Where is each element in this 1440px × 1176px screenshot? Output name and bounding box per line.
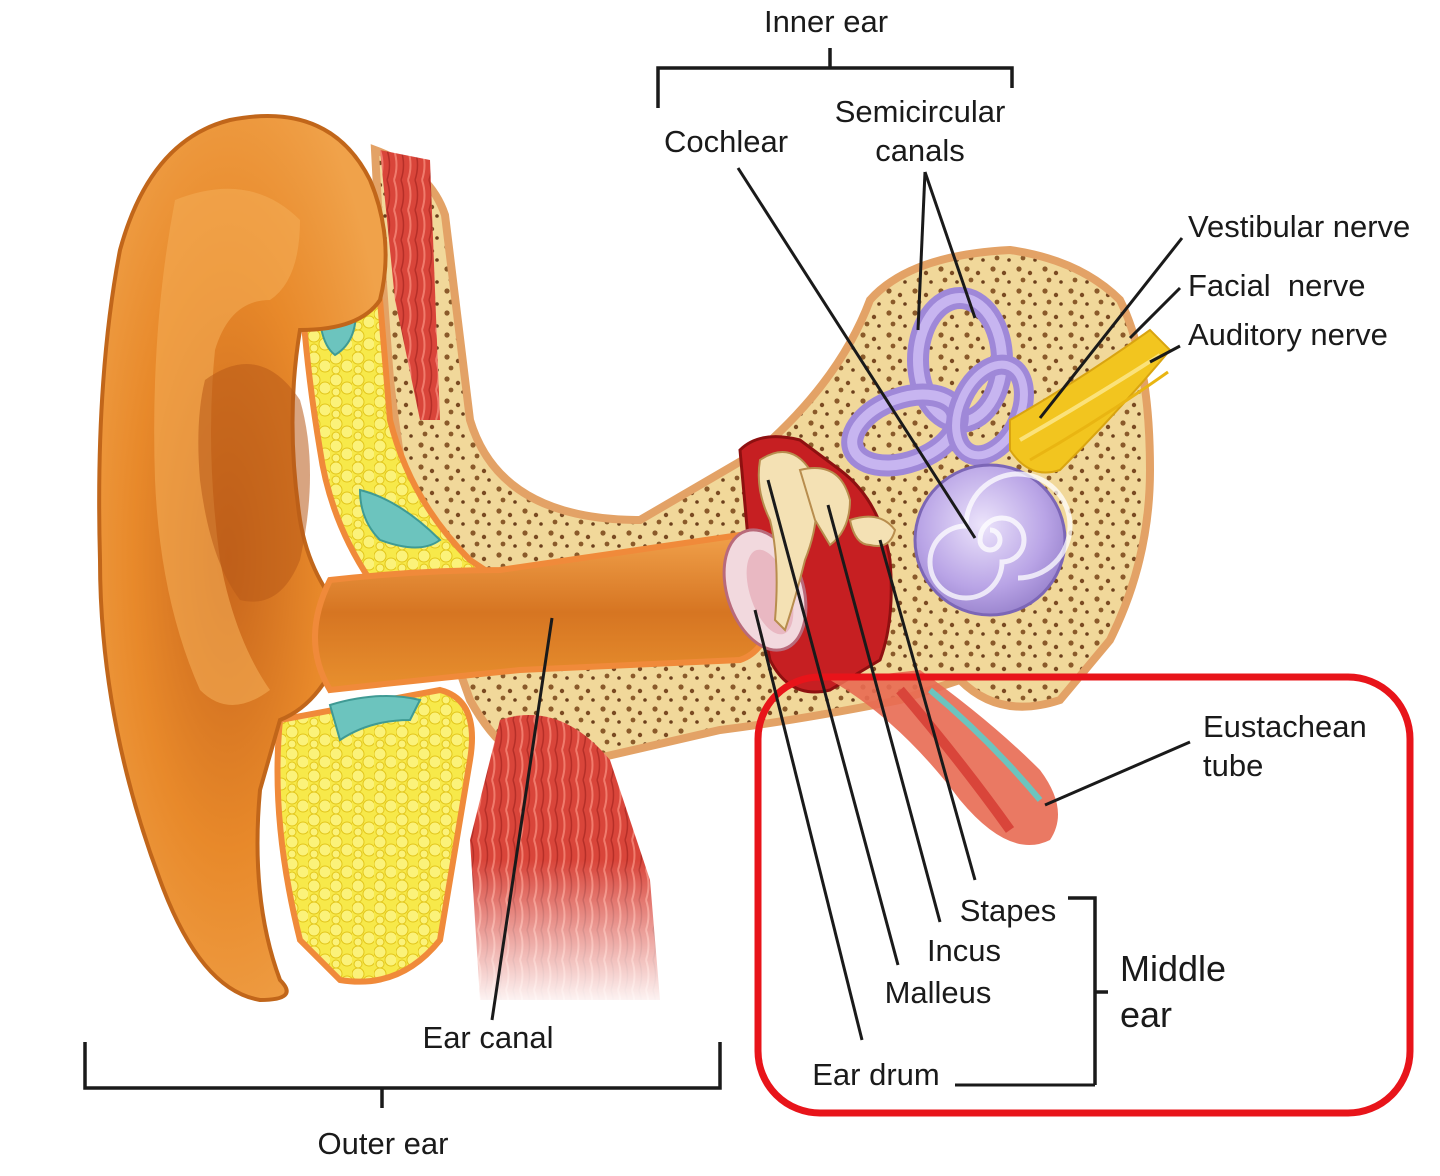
label-middle-ear-line2: ear [1120, 994, 1172, 1035]
leader-cochlear [736, 167, 977, 539]
label-semicircular-line2: canals [875, 133, 965, 168]
leader-lines [490, 167, 1191, 1087]
label-inner-ear: Inner ear [764, 4, 888, 39]
label-middle-ear-line1: Middle [1120, 948, 1226, 989]
label-outer-ear: Outer ear [318, 1126, 449, 1161]
label-auditory-nerve: Auditory nerve [1188, 317, 1388, 352]
label-stapes: Stapes [960, 893, 1057, 928]
label-eustachean-line1: Eustachean [1203, 709, 1367, 744]
bracket-middle-ear [1068, 896, 1108, 1085]
middle-ear-highlight-box [754, 673, 1414, 1117]
label-cochlear: Cochlear [664, 124, 788, 159]
leader-eustachean [1044, 740, 1191, 807]
label-semicircular-line1: Semicircular [835, 94, 1006, 129]
semicircular-canals [841, 287, 1034, 477]
label-incus: Incus [927, 933, 1001, 968]
leader-malleus [766, 479, 900, 966]
labels: Inner ear Cochlear Semicircular canals V… [318, 4, 1411, 1161]
label-vestibular-nerve: Vestibular nerve [1188, 209, 1410, 244]
leader-incus [826, 504, 942, 923]
leader-auditory [1149, 344, 1181, 364]
bracket-outer-ear [83, 1042, 722, 1108]
nerve-bundle [1009, 328, 1172, 474]
leader-ear-drum [753, 609, 864, 1041]
leader-semicircular-b [923, 171, 977, 319]
pinna [97, 114, 388, 1003]
leader-stapes [878, 539, 977, 881]
leader-facial [1128, 286, 1182, 340]
label-malleus: Malleus [885, 975, 992, 1010]
label-ear-drum: Ear drum [812, 1057, 939, 1092]
leader-semicircular-a [916, 171, 927, 331]
leader-ear-canal [490, 617, 554, 1021]
bracket-inner-ear [656, 48, 1014, 108]
label-eustachean-line2: tube [1203, 748, 1263, 783]
label-ear-canal: Ear canal [423, 1020, 554, 1055]
label-facial-nerve: Facial nerve [1188, 268, 1365, 303]
leader-vestibular [1038, 237, 1184, 419]
